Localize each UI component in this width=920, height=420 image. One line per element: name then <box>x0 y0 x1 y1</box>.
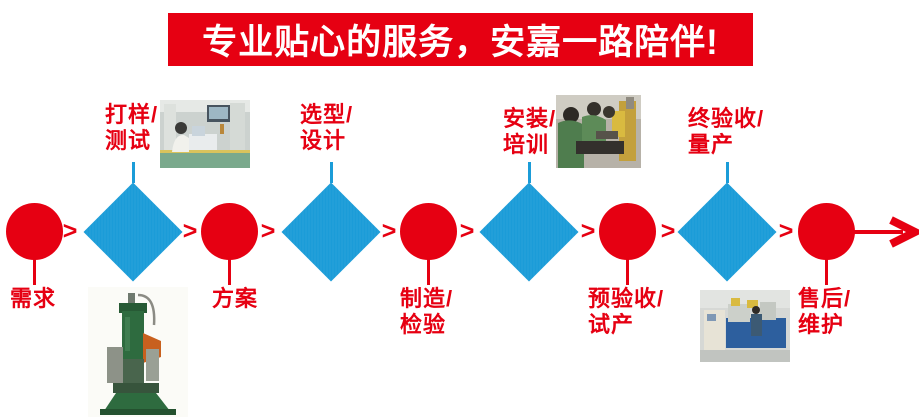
connector-line-sampling <box>132 162 135 183</box>
arrow-separator-2: > <box>182 217 198 245</box>
flow-node-diamond-sampling <box>83 182 183 282</box>
connector-line-final <box>726 162 729 183</box>
connector-line-demand <box>33 257 36 285</box>
arrow-separator-7: > <box>660 217 676 245</box>
flow-node-circle-plan <box>201 203 258 260</box>
step-label-manufacture-inspect: 制造/ 检验 <box>400 286 454 337</box>
flow-node-circle-demand <box>6 203 63 260</box>
flow-end-arrow-icon <box>847 216 920 253</box>
flow-node-circle-pre-acceptance <box>599 203 656 260</box>
flow-node-diamond-final <box>677 182 777 282</box>
flow-node-circle-manufacture <box>400 203 457 260</box>
step-label-pre-acceptance: 预验收/ 试产 <box>588 286 665 337</box>
connector-line-install <box>528 162 531 183</box>
step-label-plan: 方案 <box>212 286 259 311</box>
flow-node-diamond-install <box>479 182 579 282</box>
flow-node-circle-aftersales <box>798 203 855 260</box>
arrow-separator-5: > <box>459 217 475 245</box>
prototype-testing-photo <box>160 100 250 168</box>
arrow-separator-8: > <box>778 217 794 245</box>
arrow-separator-6: > <box>580 217 596 245</box>
flow-node-diamond-selection <box>281 182 381 282</box>
banner-text: 专业贴心的服务，安嘉一路陪伴! <box>202 23 719 62</box>
step-label-sampling-testing: 打样/ 测试 <box>105 102 159 153</box>
step-label-demand: 需求 <box>10 286 57 311</box>
connector-line-manufacture <box>427 257 430 285</box>
connector-line-plan <box>228 257 231 285</box>
step-label-install-training: 安装/ 培训 <box>503 106 557 157</box>
connector-line-pre-acceptance <box>626 257 629 285</box>
installation-training-photo <box>556 95 641 168</box>
mass-production-photo <box>700 290 790 362</box>
step-label-selection-design: 选型/ 设计 <box>300 102 354 153</box>
connector-line-selection <box>330 162 333 183</box>
arrow-separator-4: > <box>381 217 397 245</box>
arrow-separator-3: > <box>260 217 276 245</box>
connector-line-aftersales <box>825 257 828 285</box>
step-label-final-acceptance: 终验收/ 量产 <box>688 106 765 157</box>
arrow-separator-1: > <box>62 217 78 245</box>
step-label-aftersales: 售后/ 维护 <box>798 286 852 337</box>
spot-welding-machine-photo <box>88 287 188 417</box>
banner: 专业贴心的服务，安嘉一路陪伴! <box>168 13 753 66</box>
